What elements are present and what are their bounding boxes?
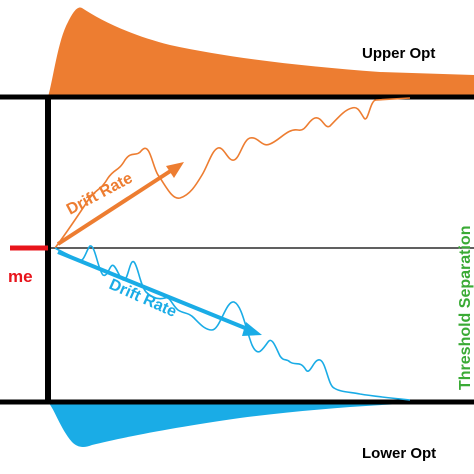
lower-path	[54, 245, 411, 401]
upper-drift-arrowhead	[166, 162, 184, 178]
lower-drift-arrow	[57, 250, 251, 332]
lower-option-label: Lower Opt	[362, 445, 436, 462]
upper-distribution	[48, 7, 474, 97]
time-label: me	[8, 267, 33, 286]
upper-drift-label: Drift Rate	[64, 170, 136, 219]
threshold-box	[0, 94, 474, 405]
lower-distribution	[48, 402, 474, 447]
upper-drift-arrow	[56, 168, 174, 246]
lower-drift-arrowhead	[242, 322, 262, 336]
upper-option-label: Upper Opt	[362, 45, 435, 62]
upper-path	[54, 97, 411, 249]
threshold-separation-label: Threshold Separation	[457, 226, 474, 390]
